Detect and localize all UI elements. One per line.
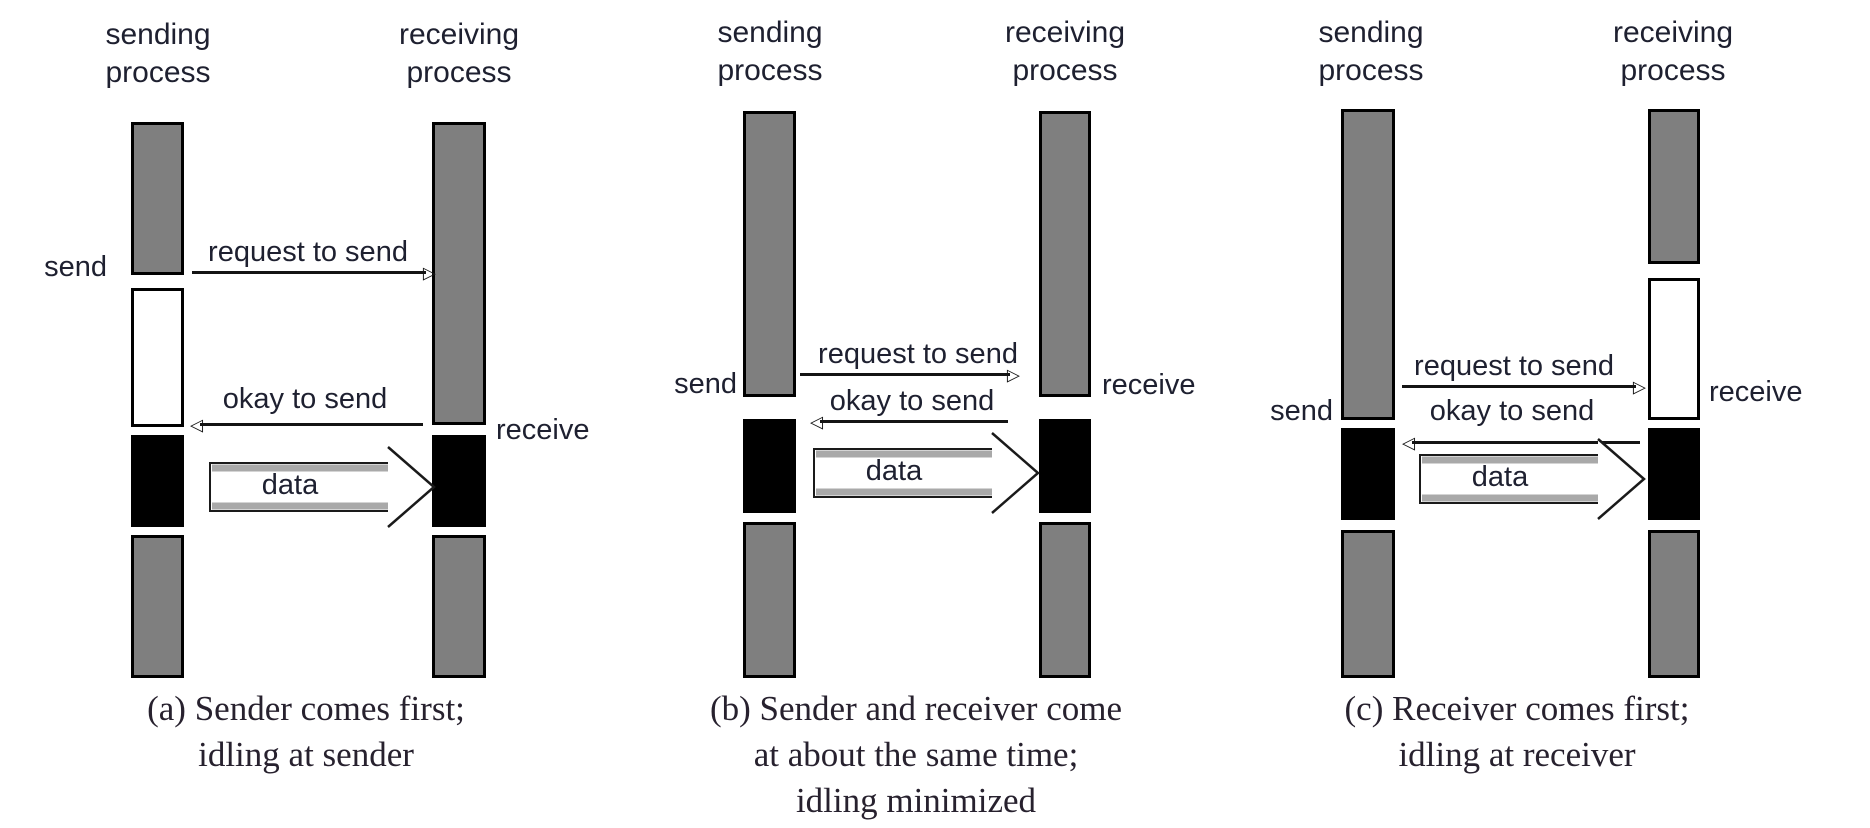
sending-process-header-a: sending process: [105, 18, 211, 89]
request-to-send-label-b: request to send: [818, 338, 1018, 370]
open-arrowhead-left-icon: ◁: [810, 412, 824, 431]
okay-to-send-arrow-a: ◁: [190, 416, 423, 433]
sending-process-bar-a-transfer-segment: [131, 435, 184, 527]
okay-to-send-label-b: okay to send: [829, 385, 995, 417]
receive-label-c: receive: [1709, 376, 1803, 408]
receiving-process-bar-b-transfer-segment: [1039, 419, 1091, 513]
open-arrowhead-left-icon: ◁: [190, 415, 204, 434]
receiving-process-bar-a-busy-segment: [432, 122, 486, 425]
sending-process-bar-b-busy-segment: [743, 522, 796, 678]
open-arrowhead-right-icon: ▷: [422, 263, 436, 282]
receiving-process-bar-c-busy-segment: [1648, 530, 1700, 678]
send-label-c: send: [1270, 395, 1333, 427]
receiving-process-header-b: receiving process: [1004, 16, 1126, 87]
send-label-b: send: [674, 368, 737, 400]
sending-process-header-b: sending process: [717, 16, 823, 87]
receiving-process-bar-c-transfer-segment: [1648, 428, 1700, 520]
okay-to-send-arrow-c: ◁: [1402, 434, 1640, 451]
data-block-arrow-icon: [1419, 438, 1646, 520]
data-block-arrow-icon: [209, 446, 436, 528]
request-to-send-label-a: request to send: [208, 236, 408, 268]
request-to-send-arrow-b: ▷: [800, 366, 1020, 383]
okay-to-send-arrow-b: ◁: [810, 413, 1008, 430]
receiving-process-bar-a-transfer-segment: [432, 435, 486, 527]
receive-label-a: receive: [496, 414, 590, 446]
sending-process-bar-c-busy-segment: [1341, 109, 1395, 420]
receive-label-b: receive: [1102, 369, 1196, 401]
request-to-send-arrow-a: ▷: [192, 264, 436, 281]
receiving-process-bar-a-busy-segment: [432, 535, 486, 678]
okay-to-send-label-a: okay to send: [222, 383, 388, 415]
sending-process-header-c: sending process: [1318, 16, 1424, 87]
data-block-arrow-icon: [813, 432, 1040, 514]
data-label-b: data: [865, 455, 923, 487]
data-label-c: data: [1471, 461, 1529, 493]
send-label-a: send: [44, 251, 107, 283]
request-to-send-label-c: request to send: [1414, 350, 1614, 382]
receiving-process-bar-b-busy-segment: [1039, 111, 1091, 397]
okay-to-send-label-c: okay to send: [1429, 395, 1595, 427]
open-arrowhead-right-icon: ▷: [1006, 365, 1020, 384]
receiving-process-header-a: receiving process: [398, 18, 520, 89]
caption-a: (a) Sender comes first; idling at sender: [147, 689, 465, 774]
open-arrowhead-right-icon: ▷: [1632, 377, 1646, 396]
caption-c: (c) Receiver comes first; idling at rece…: [1344, 689, 1690, 774]
sending-process-bar-a-busy-segment: [131, 122, 184, 275]
request-to-send-arrow-c: ▷: [1402, 378, 1646, 395]
sending-process-bar-a-busy-segment: [131, 535, 184, 678]
caption-b: (b) Sender and receiver come at about th…: [709, 689, 1122, 820]
open-arrowhead-left-icon: ◁: [1402, 433, 1416, 452]
sending-process-bar-c-busy-segment: [1341, 530, 1395, 678]
sending-process-bar-b-busy-segment: [743, 111, 796, 397]
sending-process-bar-b-transfer-segment: [743, 419, 796, 513]
data-label-a: data: [261, 469, 319, 501]
receiving-process-bar-b-busy-segment: [1039, 522, 1091, 678]
receiving-process-header-c: receiving process: [1612, 16, 1734, 87]
sending-process-bar-a-idle-segment: [131, 288, 184, 427]
receiving-process-bar-c-idle-segment: [1648, 278, 1700, 420]
receiving-process-bar-c-busy-segment: [1648, 109, 1700, 264]
sending-process-bar-c-transfer-segment: [1341, 428, 1395, 520]
